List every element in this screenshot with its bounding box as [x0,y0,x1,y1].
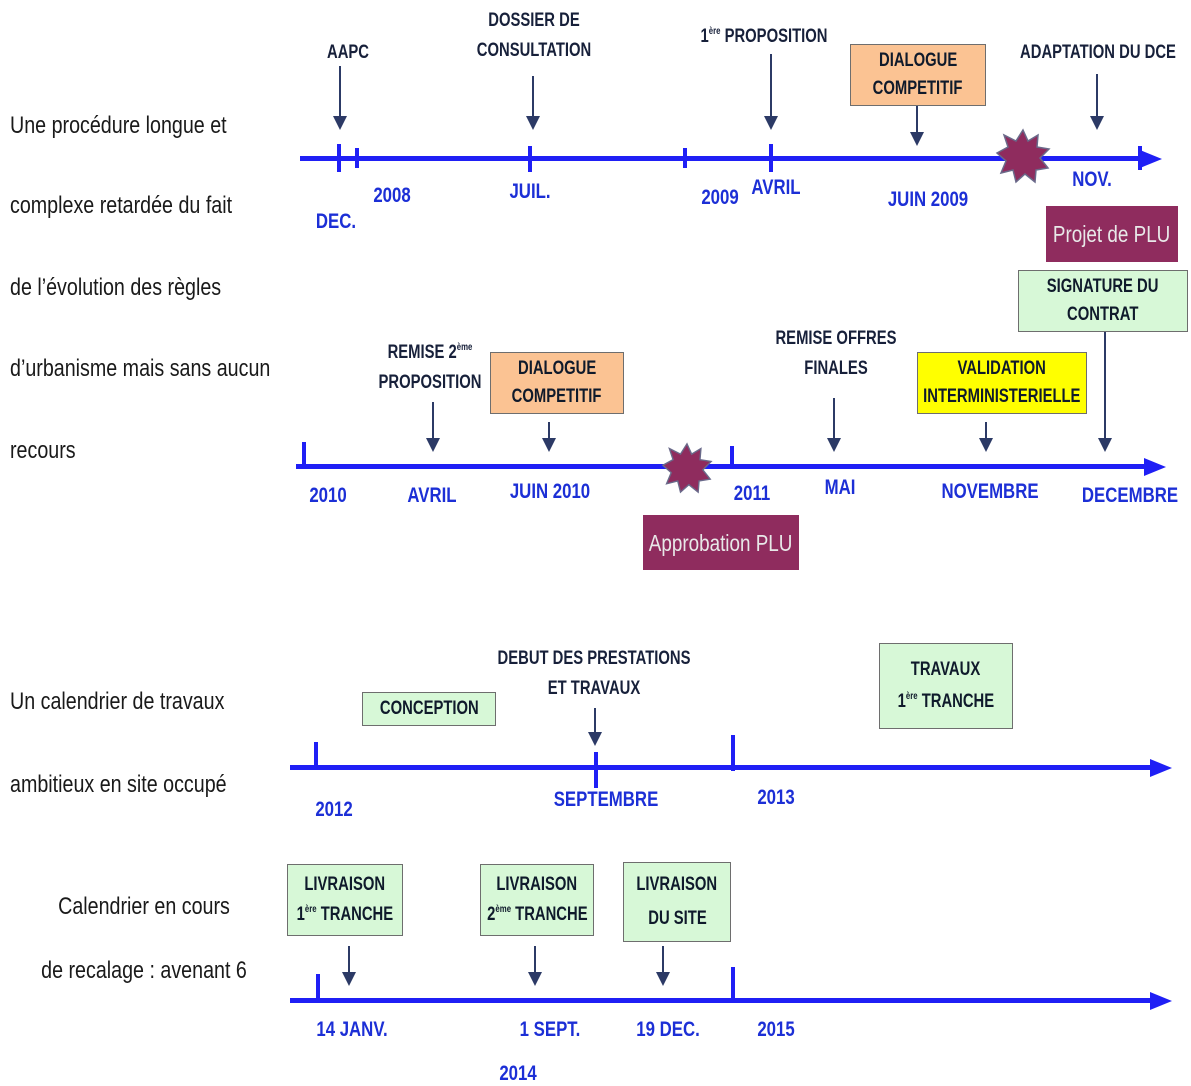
note-remise-2eme-proposition: REMISE 2ème PROPOSITION [378,342,482,393]
label-2014: 2014 [499,1062,537,1085]
label-2013: 2013 [757,786,795,809]
arrow-remise [426,402,440,452]
timeline-tick [730,446,734,468]
side-text-line: recours [10,437,76,464]
timeline-tick [302,442,306,468]
arrow-dossier [526,76,540,130]
timeline-1-line [300,156,1142,161]
note-premiere-proposition: 1ère PROPOSITION [700,26,828,47]
arrow-liv1 [342,946,356,986]
timeline-2-arrowhead [1144,458,1166,476]
arrow-signature [1098,332,1112,452]
label-2015: 2015 [757,1018,795,1041]
side-text-line: Calendrier en cours [58,893,230,920]
label-avril-2: AVRIL [407,484,457,507]
arrow-proposition [764,54,778,130]
arrow-validation [979,422,993,452]
label-juil: JUIL. [509,180,551,203]
timeline-4-line [290,998,1152,1003]
arrow-adaptation [1090,74,1104,130]
side-text-line: d’urbanisme mais sans aucun [10,355,271,382]
box-approbation-plu: Approbation PLU [643,515,799,570]
box-projet-plu: Projet de PLU [1046,206,1178,262]
timeline-tick [528,146,532,172]
label-juin-2010: JUIN 2010 [509,480,591,503]
timeline-tick [594,752,598,788]
label-decembre: DECEMBRE [1081,484,1179,507]
timeline-1-arrowhead [1140,150,1162,168]
timeline-tick [355,148,359,168]
side-text-line: de l’évolution des règles [10,274,222,301]
timeline-tick [1138,146,1142,170]
timeline-tick [337,144,341,172]
label-novembre: NOVEMBRE [941,480,1039,503]
timeline-tick [731,967,735,1001]
side-text-line: Un calendrier de travaux [10,688,225,715]
label-nov: NOV. [1072,168,1112,191]
arrow-liv3 [656,946,670,986]
arrow-dialogue-1 [910,106,924,146]
note-adaptation-dce: ADAPTATION DU DCE [1020,42,1176,63]
box-conception: CONCEPTION [362,692,496,726]
side-text-line: complexe retardée du fait [10,192,233,219]
arrow-debut [588,708,602,746]
timeline-4-arrowhead [1150,992,1172,1010]
arrow-aapc [333,66,347,130]
side-text-line: de recalage : avenant 6 [41,957,247,984]
label-2008: 2008 [373,184,411,207]
arrow-offres [827,398,841,452]
timeline-3-line [290,765,1152,770]
arrow-dialogue-2 [542,422,556,452]
timeline-tick [769,144,773,172]
label-2009: 2009 [701,186,739,209]
label-avril: AVRIL [751,176,801,199]
timeline-2-line [296,464,1146,469]
timeline-tick [314,742,318,768]
box-travaux-1ere-tranche: TRAVAUX 1ère TRANCHE [879,643,1013,729]
label-19-dec: 19 DEC. [636,1018,700,1041]
timeline-tick [731,735,735,771]
event-star-icon [661,442,713,494]
timeline-tick [683,148,687,168]
label-2011: 2011 [733,482,771,505]
timeline-tick [316,974,320,1002]
label-septembre: SEPTEMBRE [553,788,659,811]
note-aapc: AAPC [327,42,369,63]
label-1-sept: 1 SEPT. [519,1018,581,1041]
label-dec: DEC. [315,210,357,233]
label-juin-2009: JUIN 2009 [887,188,969,211]
box-livraison-1ere-tranche: LIVRAISON 1ère TRANCHE [287,864,403,936]
event-star-icon [995,128,1051,184]
side-text-line: ambitieux en site occupé [10,771,227,798]
label-2012: 2012 [315,798,353,821]
label-14-janv: 14 JANV. [316,1018,388,1041]
side-text-line: Une procédure longue et [10,112,227,139]
arrow-liv2 [528,946,542,986]
box-livraison-2eme-tranche: LIVRAISON 2ème TRANCHE [480,864,594,936]
label-mai: MAI [824,476,856,499]
label-2010: 2010 [309,484,347,507]
timeline-3-arrowhead [1150,759,1172,777]
